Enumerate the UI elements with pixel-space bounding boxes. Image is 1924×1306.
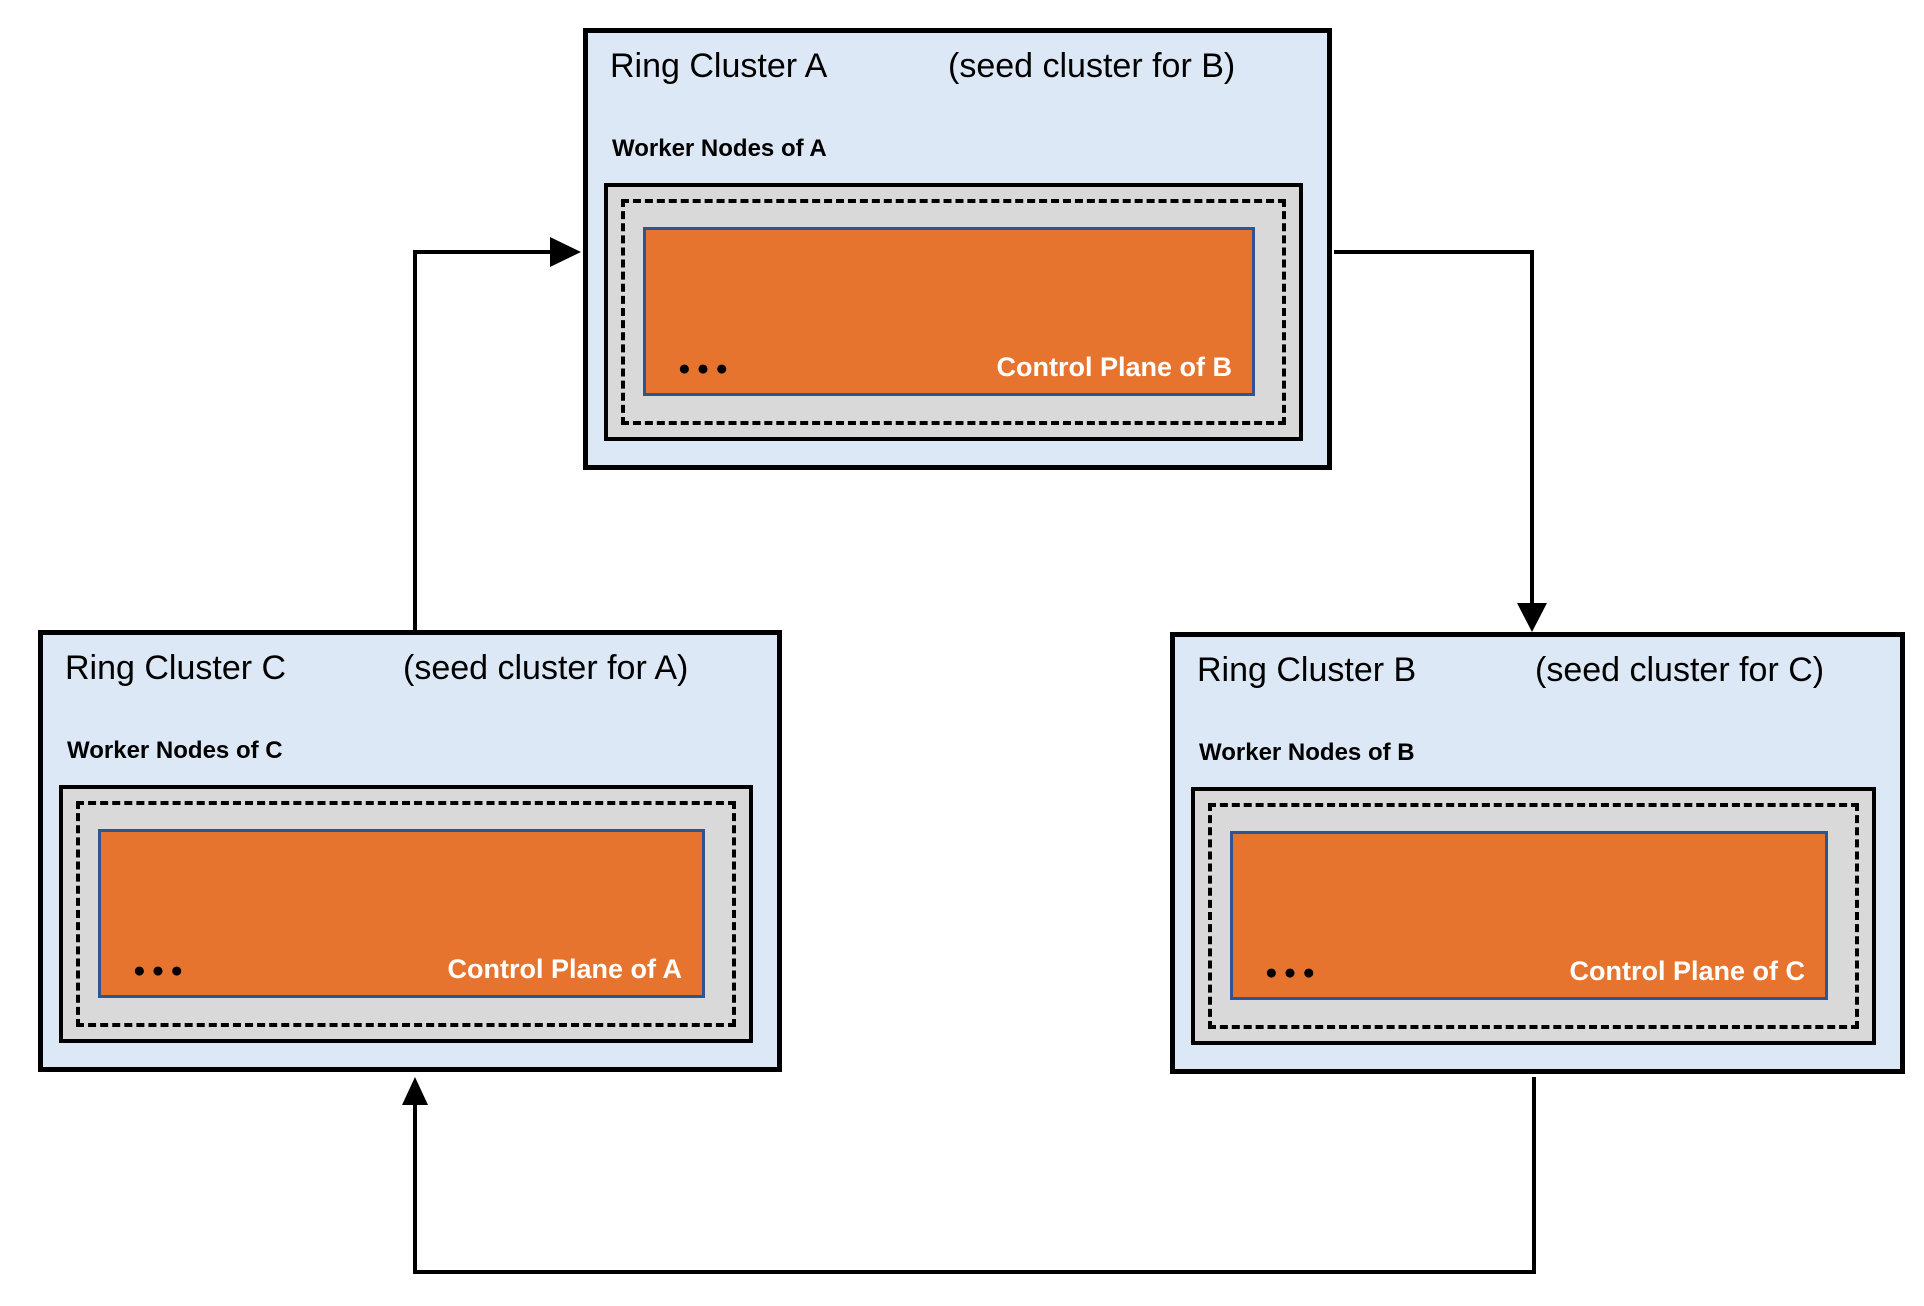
ellipsis-dots-icon: ●●● bbox=[678, 357, 735, 380]
cluster-a-control-plane-label: Control Plane of B bbox=[996, 352, 1233, 382]
cluster-c-seed-label: (seed cluster for A) bbox=[403, 649, 689, 687]
arrow-b-to-c bbox=[402, 1077, 1536, 1274]
cluster-a-box: Ring Cluster A (seed cluster for B) Work… bbox=[583, 28, 1332, 470]
cluster-b-worker-area: ●●● Control Plane of C bbox=[1191, 787, 1876, 1045]
cluster-b-control-plane-label: Control Plane of C bbox=[1569, 956, 1806, 986]
cluster-b-seed-label: (seed cluster for C) bbox=[1535, 651, 1825, 689]
cluster-b-dashed-zone: ●●● Control Plane of C bbox=[1208, 803, 1859, 1029]
cluster-a-control-plane-box: ●●● Control Plane of B bbox=[643, 227, 1255, 396]
cluster-c-title: Ring Cluster C bbox=[65, 649, 287, 687]
cluster-c-box: Ring Cluster C (seed cluster for A) Work… bbox=[38, 630, 782, 1072]
cluster-a-seed-label: (seed cluster for B) bbox=[948, 47, 1236, 85]
cluster-a-worker-area: ●●● Control Plane of B bbox=[604, 183, 1303, 441]
arrow-c-to-a bbox=[413, 237, 581, 632]
cluster-a-dashed-zone: ●●● Control Plane of B bbox=[621, 199, 1286, 425]
cluster-a-worker-nodes-label: Worker Nodes of A bbox=[612, 135, 827, 162]
cluster-b-worker-nodes-label: Worker Nodes of B bbox=[1199, 739, 1415, 766]
cluster-b-title: Ring Cluster B bbox=[1197, 651, 1417, 689]
arrow-a-to-b bbox=[1334, 250, 1547, 632]
cluster-b-box: Ring Cluster B (seed cluster for C) Work… bbox=[1170, 632, 1905, 1074]
cluster-c-worker-nodes-label: Worker Nodes of C bbox=[67, 737, 283, 764]
cluster-c-control-plane-box: ●●● Control Plane of A bbox=[98, 829, 705, 998]
cluster-b-control-plane-box: ●●● Control Plane of C bbox=[1230, 831, 1828, 1000]
ellipsis-dots-icon: ●●● bbox=[1265, 961, 1322, 984]
ellipsis-dots-icon: ●●● bbox=[133, 959, 190, 982]
cluster-a-title: Ring Cluster A bbox=[610, 47, 828, 85]
cluster-c-dashed-zone: ●●● Control Plane of A bbox=[76, 801, 736, 1027]
cluster-c-control-plane-label: Control Plane of A bbox=[447, 954, 683, 984]
cluster-c-worker-area: ●●● Control Plane of A bbox=[59, 785, 753, 1043]
